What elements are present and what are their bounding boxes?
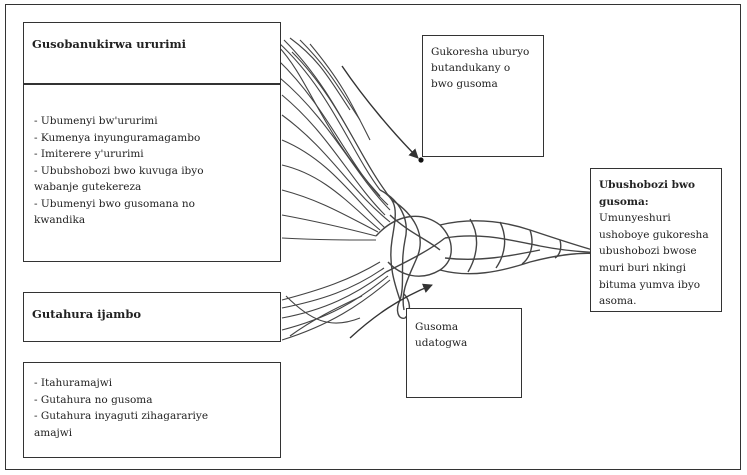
- list-item: wabanje gutekereza: [34, 179, 272, 196]
- box-reading-strategies: Gukoresha uburyo butandukany o bwo gusom…: [422, 35, 544, 157]
- list-item: - Gutahura inyaguti zihagarariye: [34, 408, 272, 425]
- list-item: amajwi: [34, 425, 272, 442]
- arrow-to-strategy: [342, 66, 418, 158]
- automatic-text: Gusoma udatogwa: [415, 321, 467, 349]
- upper-rope-strands: [278, 38, 392, 240]
- list-item: kwandika: [34, 212, 272, 229]
- strategy-text: Gukoresha uburyo butandukany o bwo gusom…: [431, 46, 529, 90]
- result-text: Umunyeshuri ushoboye gukoresha ubushoboz…: [599, 212, 709, 307]
- list-item: - Itahuramajwi: [34, 375, 272, 392]
- box-language-title: Gusobanukirwa ururimi: [32, 37, 186, 51]
- box-word-title: Gutahura ijambo: [32, 307, 141, 321]
- list-item: - Ubumenyi bwo gusomana no: [34, 196, 272, 213]
- box-word-skills: - Itahuramajwi - Gutahura no gusoma - Gu…: [23, 362, 281, 458]
- box-skilled-reading: Ubushobozi bwo gusoma: Umunyeshuri ushob…: [590, 168, 722, 312]
- box-fluent-reading: Gusoma udatogwa: [406, 308, 522, 398]
- language-skills-list: - Ubumenyi bw'ururimi - Kumenya inyungur…: [34, 113, 272, 229]
- box-language-skills: - Ubumenyi bw'ururimi - Kumenya inyungur…: [23, 84, 281, 262]
- twisted-rope-core: [376, 190, 600, 318]
- word-skills-list: - Itahuramajwi - Gutahura no gusoma - Gu…: [34, 375, 272, 441]
- result-title: Ubushobozi bwo gusoma:: [599, 179, 695, 208]
- lower-rope-strands: [282, 262, 390, 340]
- list-item: - Ububshobozi bwo kuvuga ibyo: [34, 163, 272, 180]
- arrow-dot: [418, 157, 423, 162]
- box-word-recognition: Gutahura ijambo: [23, 292, 281, 342]
- list-item: - Imiterere y'ururimi: [34, 146, 272, 163]
- list-item: - Gutahura no gusoma: [34, 392, 272, 409]
- list-item: - Ubumenyi bw'ururimi: [34, 113, 272, 130]
- list-item: - Kumenya inyunguramagambo: [34, 130, 272, 147]
- box-language-comprehension: Gusobanukirwa ururimi: [23, 22, 281, 84]
